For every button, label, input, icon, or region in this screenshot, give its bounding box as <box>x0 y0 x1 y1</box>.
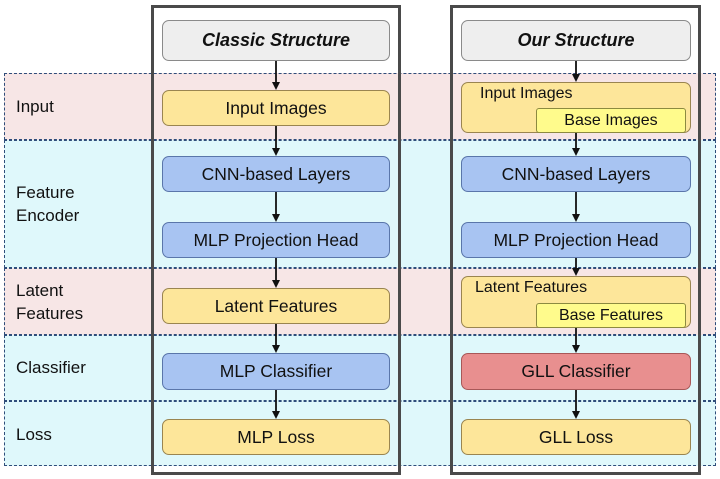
classic-latent-features-box: Latent Features <box>162 288 390 324</box>
classic-cnn-layers-box: CNN-based Layers <box>162 156 390 192</box>
row-label-feature-encoder-line1: Feature <box>16 183 75 202</box>
base-features-box: Base Features <box>536 303 686 328</box>
row-label-latent-line1: Latent <box>16 281 64 300</box>
classic-mlp-projection-head-box: MLP Projection Head <box>162 222 390 258</box>
base-images-box: Base Images <box>536 108 686 133</box>
row-label-latent-features: Latent Features <box>16 279 83 325</box>
classic-mlp-classifier-box: MLP Classifier <box>162 353 390 390</box>
row-label-loss: Loss <box>16 425 52 444</box>
ours-input-images-label: Input Images <box>480 85 573 102</box>
ours-latent-features-box: Latent Features Base Features <box>461 276 691 328</box>
classic-structure-header: Classic Structure <box>162 20 390 61</box>
ours-input-images-box: Input Images Base Images <box>461 82 691 133</box>
ours-latent-features-label: Latent Features <box>475 279 588 296</box>
row-label-input: Input <box>16 97 54 116</box>
classic-mlp-loss-box: MLP Loss <box>162 419 390 455</box>
classic-input-images-box: Input Images <box>162 90 390 126</box>
ours-gll-loss-box: GLL Loss <box>461 419 691 455</box>
row-label-feature-encoder-line2: Encoder <box>16 206 80 225</box>
row-label-feature-encoder: Feature Encoder <box>16 181 79 227</box>
row-label-classifier: Classifier <box>16 358 86 377</box>
ours-mlp-projection-head-box: MLP Projection Head <box>461 222 691 258</box>
ours-cnn-layers-box: CNN-based Layers <box>461 156 691 192</box>
our-structure-header: Our Structure <box>461 20 691 61</box>
row-label-latent-line2: Features <box>16 304 84 323</box>
ours-gll-classifier-box: GLL Classifier <box>461 353 691 390</box>
